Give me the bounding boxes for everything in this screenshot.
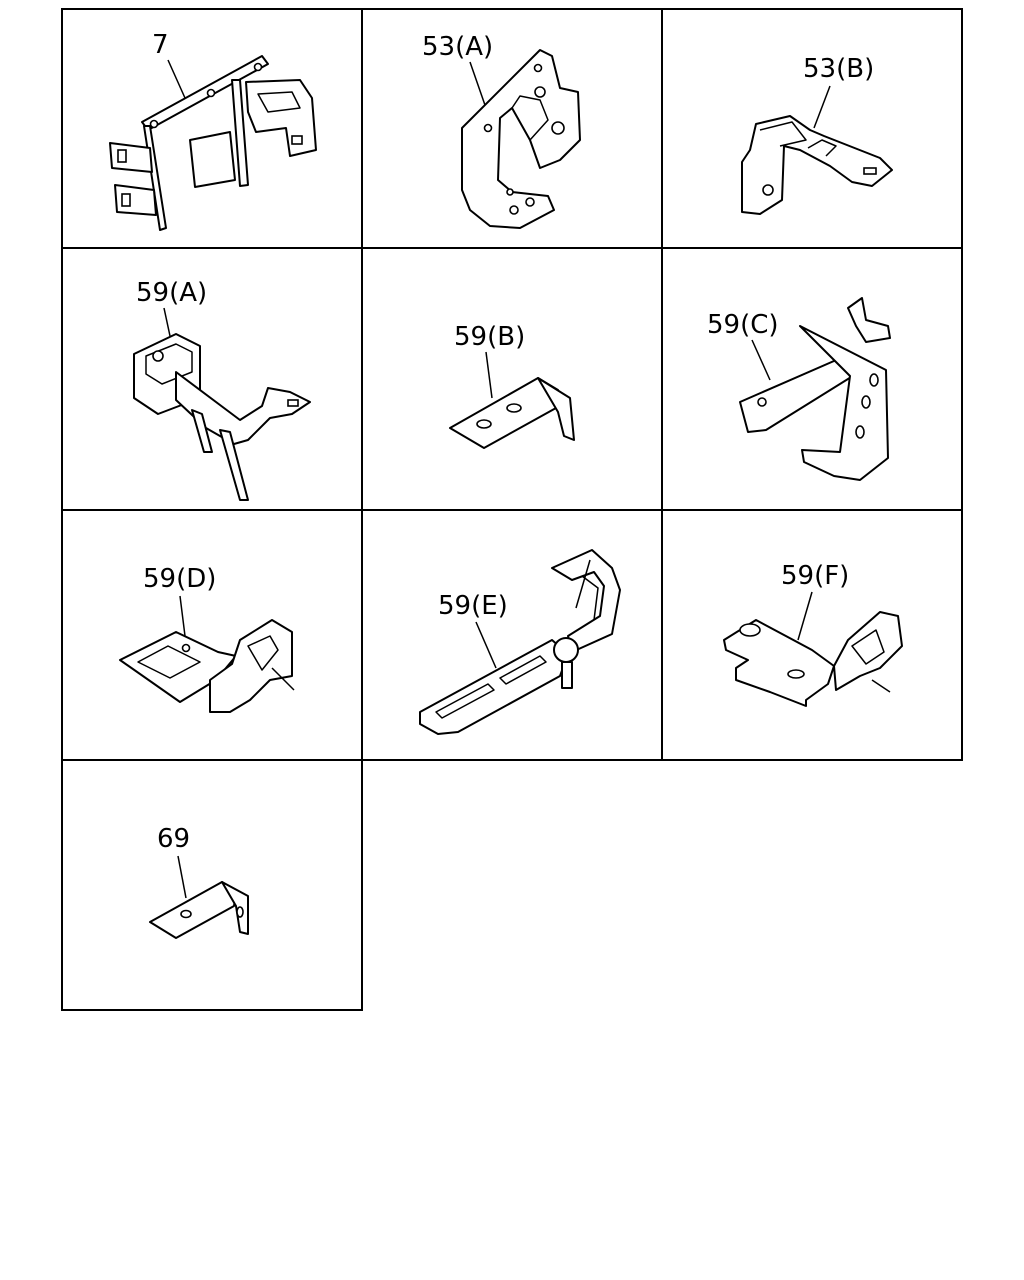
bracket-59f-plate	[723, 619, 835, 707]
bracket-59e-bolt-shaft	[561, 661, 573, 689]
bracket-59e-strip	[419, 639, 569, 735]
bracket-59a-box-hole	[152, 350, 164, 362]
cell-border-59a	[61, 247, 363, 511]
bracket-59b-hole-1	[476, 419, 492, 429]
bracket-59a-box-inner	[145, 343, 193, 385]
bracket-7-hole-3	[253, 62, 263, 72]
bracket-59d-hole	[181, 643, 191, 653]
bracket-59c-arm	[739, 353, 857, 433]
label-69: 69	[157, 824, 190, 854]
bracket-69-flat	[149, 881, 237, 939]
bracket-59c-hole-1	[869, 373, 879, 387]
bracket-7-slot-1	[117, 149, 127, 163]
bracket-7-vertical	[231, 79, 249, 187]
part-53a: 53(A)	[422, 32, 581, 229]
bracket-59c-hole-3	[855, 425, 865, 439]
bracket-7-right-clip-fold	[257, 91, 301, 113]
cell-border-53b	[661, 8, 963, 249]
leader-59e	[475, 621, 497, 669]
leader-59b	[485, 351, 493, 399]
bracket-53a-hole-bot1	[509, 205, 519, 215]
bracket-69-upright	[221, 881, 249, 935]
part-69: 69	[149, 824, 249, 939]
label-53a: 53(A)	[422, 32, 493, 62]
bracket-53a-hole-bot2	[525, 197, 535, 207]
label-59c: 59(C)	[707, 310, 779, 340]
bracket-7-hole-sq	[291, 135, 303, 145]
bracket-7-right-clip	[245, 79, 317, 157]
cell-border-59d	[61, 509, 363, 761]
bracket-53b-body	[741, 115, 893, 215]
label-59d: 59(D)	[143, 564, 216, 594]
bracket-59a-leg2	[219, 429, 249, 501]
bracket-59e-bolt-head	[553, 637, 579, 663]
label-59f: 59(F)	[781, 561, 849, 591]
bracket-59b-flat	[449, 377, 559, 449]
bracket-53a-fold	[511, 95, 549, 141]
bracket-53b-slot	[863, 167, 877, 175]
bracket-69-hole-2	[236, 906, 244, 918]
bracket-7-mid-leg	[189, 131, 236, 188]
leader-53a	[469, 61, 487, 109]
part-53b: 53(B)	[741, 54, 893, 215]
bracket-7-slot-2	[121, 193, 131, 207]
bracket-59b-upright	[537, 377, 575, 441]
leader-59c	[751, 339, 771, 381]
label-59e: 59(E)	[438, 591, 508, 621]
leader-59f	[797, 591, 813, 641]
part-7: 7	[109, 30, 317, 231]
bracket-59d-hook-fold	[247, 635, 295, 691]
part-59a: 59(A)	[133, 278, 311, 501]
part-59c: 59(C)	[707, 297, 891, 481]
bracket-59a-leg1	[191, 409, 213, 453]
label-59a: 59(A)	[136, 278, 207, 308]
bracket-7-left-tabs	[109, 142, 157, 216]
part-59b: 59(B)	[449, 322, 575, 449]
part-59f: 59(F)	[723, 561, 903, 707]
grid-lines	[61, 8, 963, 1011]
bracket-59c-upright	[799, 325, 889, 481]
bracket-59f-hook-fold	[851, 629, 891, 693]
bracket-53a-hole-mid	[483, 123, 493, 133]
part-59d: 59(D)	[119, 564, 295, 713]
bracket-53a-hole-bot3	[506, 188, 514, 196]
cell-border-59e	[361, 509, 663, 761]
bracket-59f-hole-2	[787, 669, 805, 679]
bracket-59a-slot	[287, 399, 299, 407]
bracket-53a-hole-big	[551, 121, 565, 135]
bracket-59e-riser	[551, 549, 621, 653]
bracket-59e-slot-2	[499, 655, 547, 685]
label-59b: 59(B)	[454, 322, 525, 352]
leader-59a	[163, 307, 171, 337]
bracket-7-hole-2	[206, 88, 216, 98]
bracket-53a-body	[461, 49, 581, 229]
cell-border-59b	[361, 247, 663, 511]
bracket-59e-riser-inner	[575, 559, 599, 621]
bracket-59d-hook	[209, 619, 293, 713]
bracket-59e-slot-1	[435, 683, 495, 719]
leader-7	[167, 59, 186, 99]
bracket-69-hole-1	[180, 909, 192, 919]
bracket-53b-fold	[759, 121, 837, 157]
bracket-59f-hole-1	[739, 623, 761, 637]
bracket-59c-hole-2	[861, 395, 871, 409]
bracket-7-hole-1	[149, 119, 159, 129]
part-59e: 59(E)	[419, 549, 621, 735]
cell-border-59f	[661, 509, 963, 761]
bracket-53b-hole	[762, 184, 774, 196]
label-53b: 53(B)	[803, 54, 874, 84]
leader-69	[177, 855, 187, 899]
cell-border-7	[61, 8, 363, 249]
bracket-59d-slot	[137, 645, 201, 679]
leader-53b	[813, 85, 831, 129]
label-7: 7	[152, 30, 169, 60]
bracket-53a-hole-top	[533, 63, 543, 73]
bracket-59f-hook	[833, 611, 903, 691]
bracket-59b-hole-2	[506, 403, 522, 413]
bracket-59c-hole-arm	[757, 397, 767, 407]
cell-border-69	[61, 759, 363, 1011]
bracket-59c-clip	[847, 297, 891, 343]
bracket-53a-hole-key	[534, 86, 546, 98]
